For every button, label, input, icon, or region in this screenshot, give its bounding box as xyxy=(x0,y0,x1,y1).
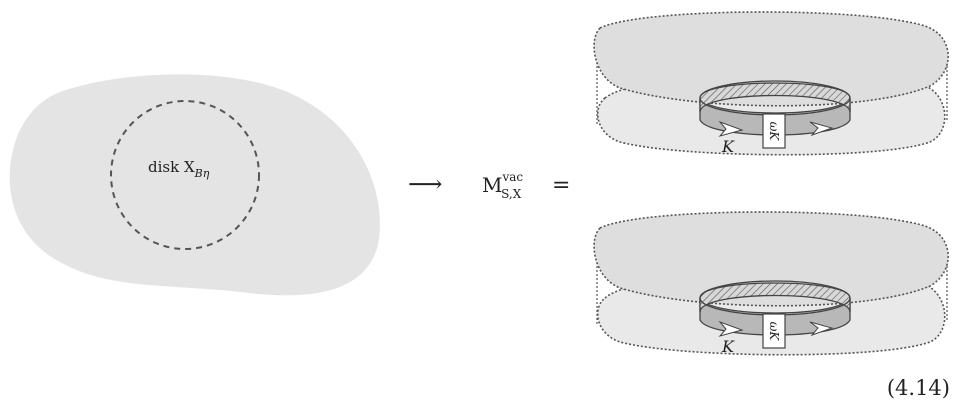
ring-label: K xyxy=(721,337,735,356)
region-blob xyxy=(9,74,380,296)
ring-top-back-hatched xyxy=(699,82,851,113)
ring-arrow-left-icon xyxy=(718,120,744,137)
equation-superscript: vac xyxy=(501,170,523,184)
mapsto-arrow: ⟶ xyxy=(408,170,442,198)
box-label-frame xyxy=(762,313,786,349)
equation-symbol: M xyxy=(482,173,502,197)
disk-label: disk XBη xyxy=(148,158,210,180)
ring-arrow-right-icon xyxy=(809,321,834,337)
box-label: ωK xyxy=(767,322,781,342)
cylinder-top: ωK K xyxy=(593,11,949,156)
equals-sign: = xyxy=(552,173,570,198)
box-label-frame xyxy=(762,113,786,149)
box-label: ωK xyxy=(767,122,781,142)
equation-subscript: S,X xyxy=(501,187,522,201)
ring-bottom-back-hatched xyxy=(699,282,851,313)
cylinder-top-top-disk xyxy=(593,11,949,107)
disk-label-subscript: Bη xyxy=(194,167,210,180)
dashed-disk xyxy=(110,100,260,250)
ring-label: K xyxy=(721,137,735,156)
cylinder-bottom: ωK K xyxy=(593,211,949,356)
equation-number: (4.14) xyxy=(887,376,950,400)
ring-arrow-right-icon xyxy=(809,121,834,137)
cylinder-bottom-top-disk xyxy=(593,211,949,307)
disk-label-text: disk X xyxy=(148,158,195,176)
ring-arrow-left-icon xyxy=(718,320,744,337)
